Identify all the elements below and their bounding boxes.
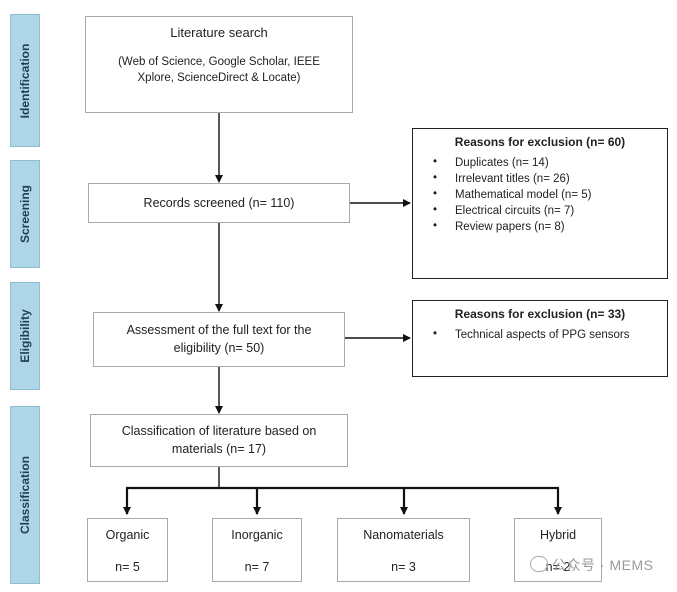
records-screened-box: Records screened (n= 110) [88, 183, 350, 223]
exclusion-reasons-eligibility: Reasons for exclusion (n= 33) Technical … [412, 300, 668, 377]
watermark-text: 公众号 · MEMS [552, 557, 654, 573]
literature-search-sources-line2: Xplore, ScienceDirect & Locate) [137, 72, 301, 84]
list-item: Duplicates (n= 14) [433, 156, 657, 169]
exclusion-eligibility-title: Reasons for exclusion (n= 33) [454, 307, 626, 321]
category-nanomaterials-count: n= 3 [391, 560, 416, 574]
wechat-icon [530, 556, 548, 572]
exclusion-reasons-screening: Reasons for exclusion (n= 60) Duplicates… [412, 128, 668, 279]
list-item: Mathematical model (n= 5) [433, 188, 657, 201]
stage-identification: Identification [10, 14, 40, 147]
classification-line2: materials (n= 17) [171, 442, 267, 456]
assessment-box: Assessment of the full text for the elig… [93, 312, 345, 367]
stage-screening: Screening [10, 160, 40, 268]
literature-search-box: Literature search (Web of Science, Googl… [85, 16, 353, 113]
category-inorganic-name: Inorganic [231, 528, 283, 542]
category-inorganic-count: n= 7 [244, 560, 270, 574]
list-item: Irrelevant titles (n= 26) [433, 172, 657, 185]
category-nanomaterials: Nanomaterials n= 3 [337, 518, 470, 582]
category-hybrid: Hybrid n= 2 [514, 518, 602, 582]
assessment-line2: eligibility (n= 50) [173, 341, 265, 355]
list-item: Review papers (n= 8) [433, 220, 657, 233]
records-screened-text: Records screened (n= 110) [143, 196, 295, 210]
category-hybrid-count: n= 2 [545, 560, 571, 574]
category-hybrid-name: Hybrid [539, 528, 577, 542]
exclusion-screening-title: Reasons for exclusion (n= 60) [454, 135, 626, 149]
category-organic-name: Organic [105, 528, 150, 542]
assessment-line1: Assessment of the full text for the [126, 323, 312, 337]
watermark: 公众号 · MEMS [530, 555, 653, 575]
category-nanomaterials-name: Nanomaterials [363, 528, 444, 542]
classification-line1: Classification of literature based on [121, 424, 317, 438]
stage-classification: Classification [10, 406, 40, 584]
category-organic-count: n= 5 [115, 560, 140, 574]
list-item: Technical aspects of PPG sensors [433, 328, 657, 341]
exclusion-eligibility-list: Technical aspects of PPG sensors [423, 328, 657, 341]
stage-eligibility: Eligibility [10, 282, 40, 390]
literature-search-title: Literature search [170, 25, 268, 40]
category-organic: Organic n= 5 [87, 518, 168, 582]
classification-box: Classification of literature based on ma… [90, 414, 348, 467]
exclusion-screening-list: Duplicates (n= 14) Irrelevant titles (n=… [423, 156, 657, 233]
literature-search-sources-line1: (Web of Science, Google Scholar, IEEE [118, 56, 320, 68]
list-item: Electrical circuits (n= 7) [433, 204, 657, 217]
category-inorganic: Inorganic n= 7 [212, 518, 302, 582]
